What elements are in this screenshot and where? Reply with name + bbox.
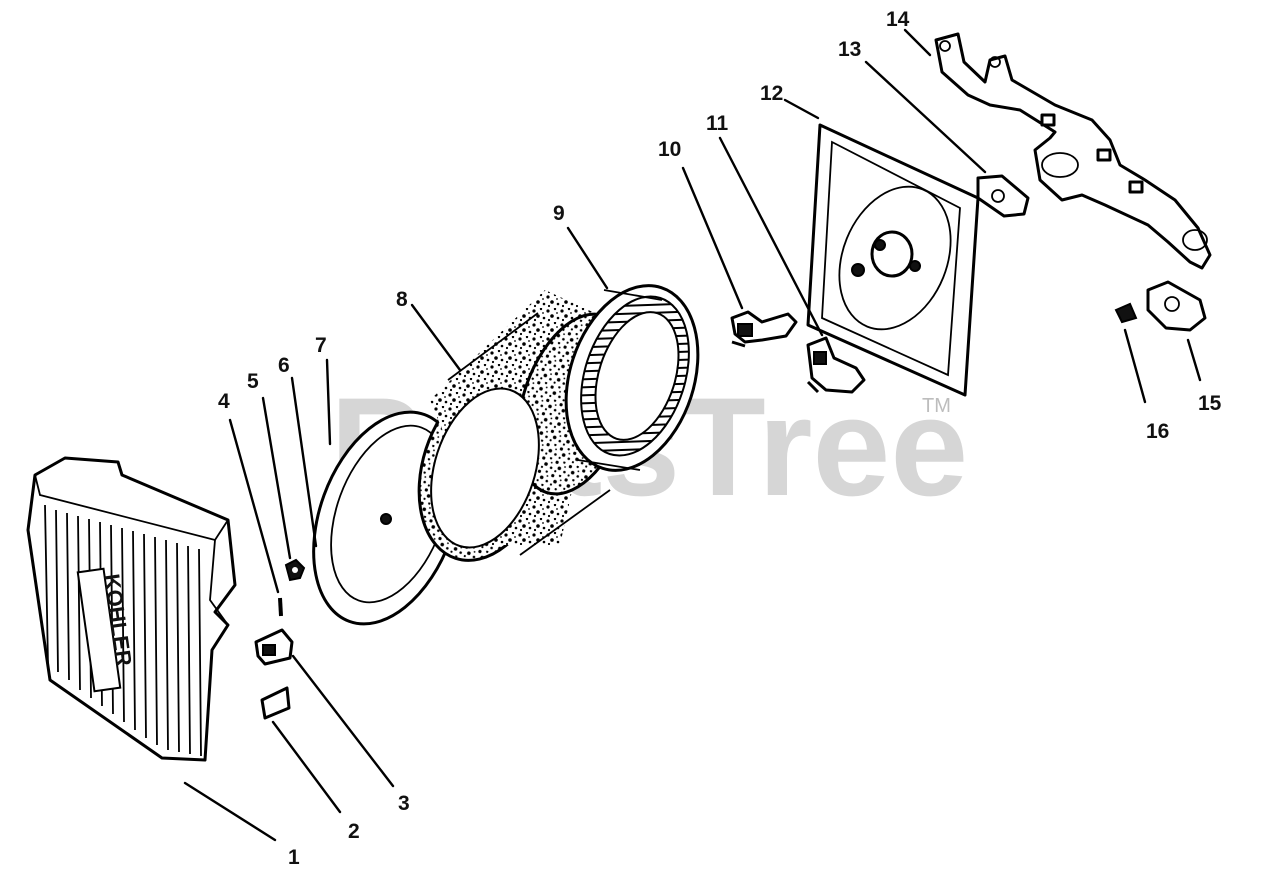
callout-2: 2: [348, 820, 360, 843]
callout-5: 5: [247, 370, 259, 393]
callout-11: 11: [706, 112, 729, 135]
part-16-screw: [1114, 302, 1138, 324]
callout-8: 8: [396, 288, 408, 311]
callout-labels: 1 2 3 4 5 6 7 8 9 10 11 12 13 14 15 16: [218, 8, 1222, 869]
part-8-precleaner: [417, 290, 634, 562]
leader-lines: [183, 28, 1202, 842]
part-13-gasket: [976, 174, 1030, 218]
part-11-bracket: [806, 336, 866, 394]
part-4-stud: [278, 597, 283, 617]
part-12-base: [806, 123, 980, 397]
part-9-element: [564, 284, 700, 472]
callout-9: 9: [553, 202, 565, 225]
part-2-decal: [260, 686, 291, 720]
part-14-manifold: [934, 32, 1212, 270]
callout-4: 4: [218, 390, 230, 413]
callout-12: 12: [760, 82, 783, 105]
callout-13: 13: [838, 38, 861, 61]
callout-10: 10: [658, 138, 681, 161]
callout-3: 3: [398, 792, 410, 815]
callout-1: 1: [288, 846, 300, 869]
callout-7: 7: [315, 334, 327, 357]
part-10-bracket: [730, 310, 798, 348]
callout-16: 16: [1146, 420, 1169, 443]
callout-15: 15: [1198, 392, 1222, 415]
part-1-cover: KOHLER: [26, 456, 237, 762]
callout-14: 14: [886, 8, 910, 31]
callout-6: 6: [278, 354, 290, 377]
part-15-gasket: [1146, 280, 1207, 332]
part-3-clip: [254, 628, 294, 666]
watermark-trademark: TM: [922, 395, 951, 417]
part-5-wing-nut: [284, 558, 306, 582]
